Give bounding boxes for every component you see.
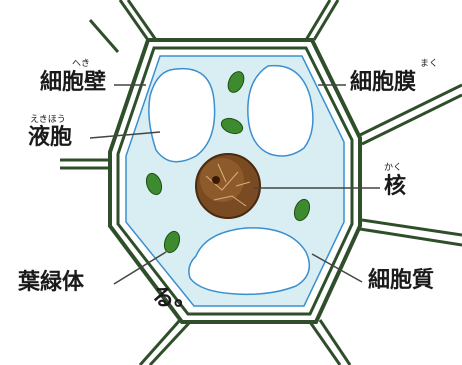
nucleus-ruby: かく <box>384 164 402 173</box>
cell-membrane-ruby: まく <box>420 60 438 69</box>
cytoplasm-label: 細胞質 <box>368 270 434 292</box>
cell-wall-ruby: へき <box>72 60 90 69</box>
vacuole-ruby: えきほう <box>30 116 66 125</box>
nucleus-label: 核 <box>384 176 406 198</box>
vacuole-left <box>149 69 215 162</box>
chloroplast-label: 葉緑体 <box>18 272 84 294</box>
vacuole-label: 液胞 <box>28 127 72 149</box>
cell-membrane-label: 細胞膜 <box>350 72 416 94</box>
nucleus <box>196 154 260 218</box>
text-fragment: る。 <box>152 288 196 310</box>
cell-wall-label: 細胞壁 <box>40 72 106 94</box>
